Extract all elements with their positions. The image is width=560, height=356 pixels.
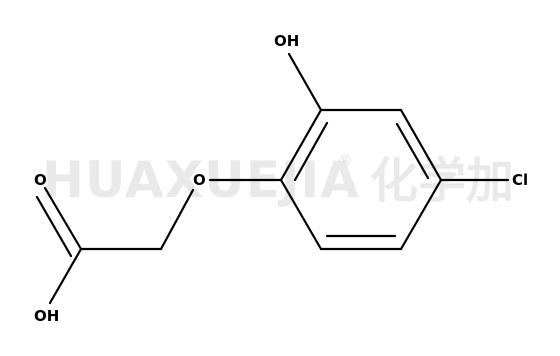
bond-ring-c3-c4 — [399, 108, 443, 182]
bond-c-o-double-2 — [35, 195, 73, 258]
atom-chlorine: Cl — [512, 171, 528, 189]
bond-ring-c6-c1 — [279, 178, 323, 251]
atom-labels: OH O O OH Cl — [34, 32, 528, 325]
bond-ring-c4-c5 — [399, 178, 443, 251]
bond-ring-c3-c4-inner — [395, 122, 430, 180]
atom-hydroxyl-top: OH — [274, 32, 299, 50]
bond-c2-oh — [287, 52, 323, 112]
atom-ether-oxygen: O — [193, 171, 206, 189]
watermark-registered-mark: ® — [337, 151, 353, 170]
bond-c-o-double-1 — [43, 186, 83, 251]
atom-carbonyl-oxygen: O — [34, 171, 47, 189]
bond-ring-c1-c2-inner — [293, 121, 329, 182]
bonds — [35, 52, 510, 305]
bond-c-oh — [48, 247, 83, 305]
atom-acid-hydroxyl: OH — [34, 307, 59, 325]
bond-ring-c1-c2 — [279, 108, 323, 182]
bond-o-ch2 — [159, 188, 195, 251]
